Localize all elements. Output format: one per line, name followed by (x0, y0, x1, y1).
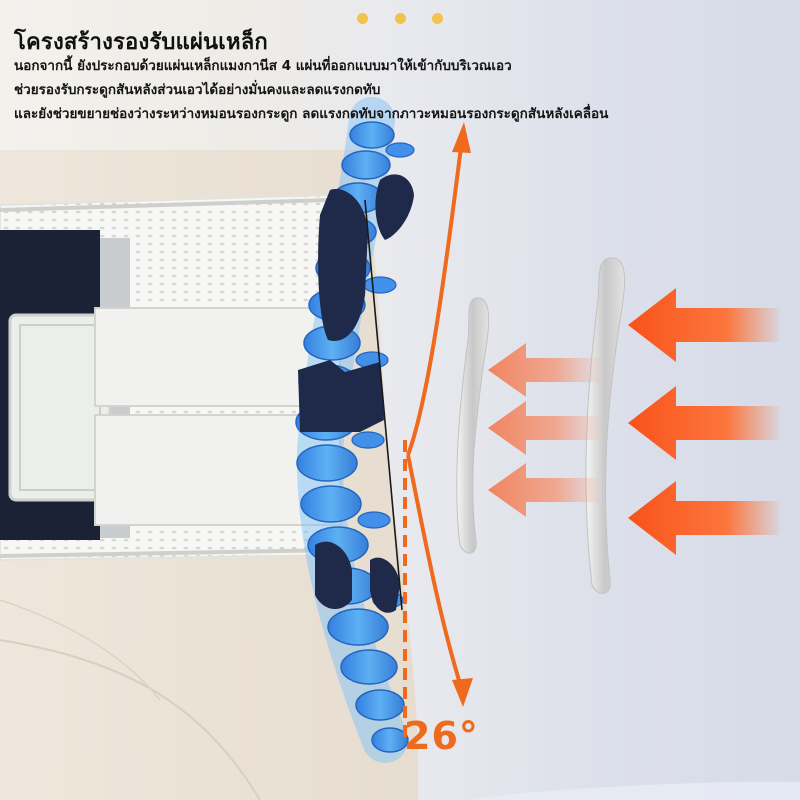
support-pads (298, 174, 414, 613)
steel-plate-icon (456, 257, 626, 594)
angle-label: 26° (404, 714, 479, 758)
headline: โครงสร้างรองรับแผ่นเหล็ก (14, 30, 268, 55)
dot-icon (432, 13, 443, 24)
curve-arrow-icon (406, 122, 473, 707)
description-line-1: นอกจากนี้ ยังประกอบด้วยแผ่นเหล็กแมงกานีส… (14, 58, 512, 74)
dot-icon (395, 13, 406, 24)
back-brace (0, 193, 342, 562)
description-line-3: และยังช่วยขยายช่องว่างระหว่างหมอนรองกระด… (14, 106, 609, 122)
steel-stay-line (364, 199, 403, 611)
dot-icon (357, 13, 368, 24)
description-line-2: ช่วยรองรับกระดูกสันหลังส่วนเอวได้อย่างมั… (14, 82, 381, 98)
brace-velcro-tab (8, 313, 112, 502)
force-arrow-icon (488, 288, 780, 555)
